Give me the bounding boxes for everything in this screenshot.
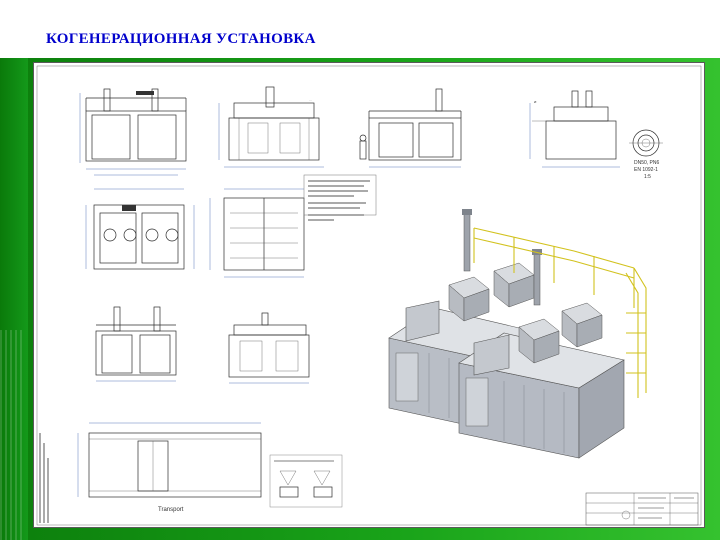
left-notes-strip (39, 433, 49, 523)
lifting-detail (269, 454, 343, 508)
drawing-frame (36, 65, 702, 526)
flange-standard-line-1: DN50, PN6 (634, 160, 660, 166)
isometric-3d-render (388, 209, 647, 459)
front-view-left (79, 88, 187, 176)
notes-block (303, 174, 377, 221)
svg-text:Ø: Ø (534, 100, 537, 104)
side-view-lower (228, 312, 310, 384)
rear-view-top (359, 88, 462, 168)
title-band (0, 0, 720, 58)
front-view-lower (95, 306, 177, 382)
engineering-drawing-sheet: ··· Ø DN50, PN6 EN 1092-1 1:5 (33, 62, 705, 528)
safety-railings (473, 227, 647, 398)
plan-view-center (209, 188, 305, 278)
flange-detail: DN50, PN6 EN 1092-1 1:5 (629, 129, 663, 180)
end-view-top: Ø (529, 90, 620, 168)
drawing-svg: ··· Ø DN50, PN6 EN 1092-1 1:5 (36, 65, 702, 526)
flange-standard-line-2: EN 1092-1 (634, 167, 658, 173)
plan-view-left (85, 188, 195, 270)
transport-label: Transport (158, 507, 184, 513)
title-block (585, 492, 699, 526)
cooler-units (448, 262, 603, 364)
svg-text:···: ··· (309, 98, 312, 102)
transport-container-view: Transport (77, 422, 262, 513)
left-stripe (0, 58, 28, 540)
left-decoration (0, 330, 24, 540)
side-view-top: ··· (218, 86, 324, 168)
slide-title: КОГЕНЕРАЦИОННАЯ УСТАНОВКА (46, 31, 316, 47)
flange-scale: 1:5 (644, 174, 651, 180)
